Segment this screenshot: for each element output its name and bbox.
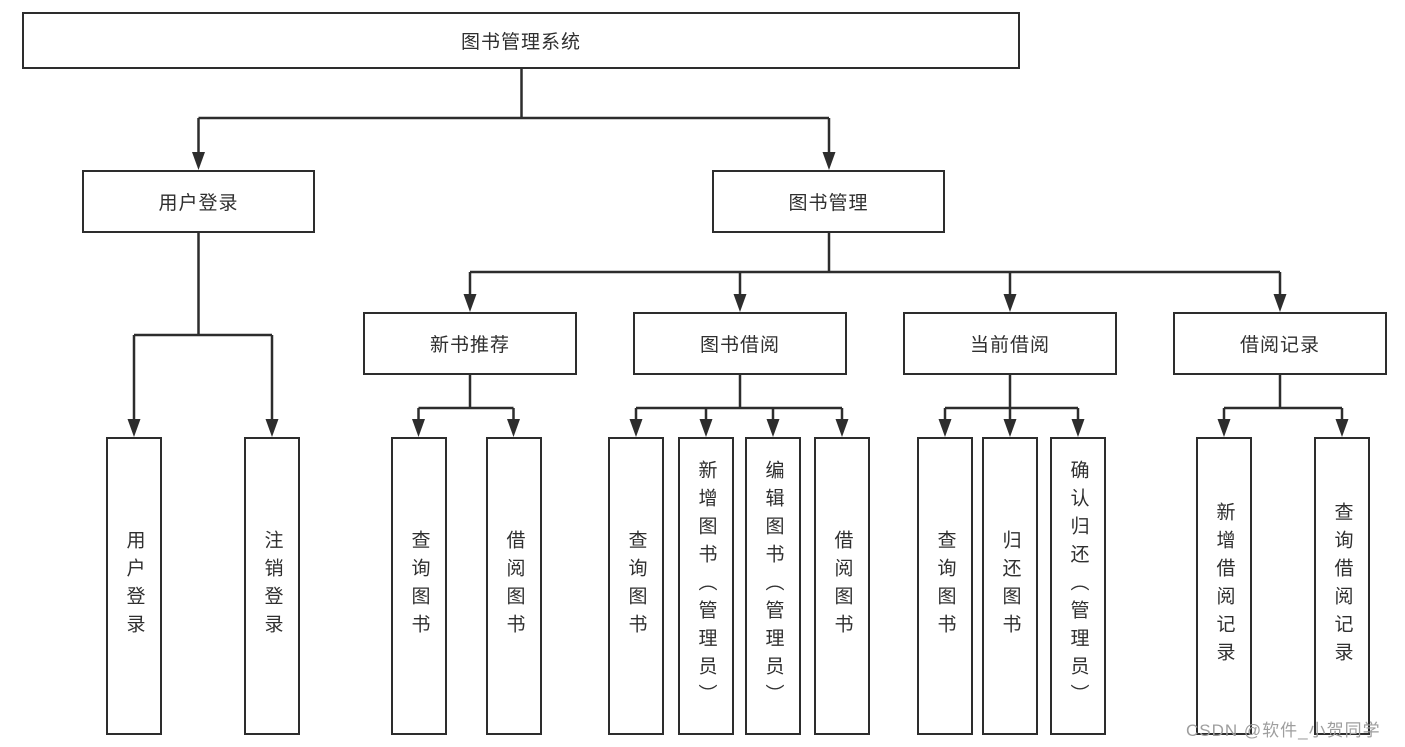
leaf-confirm-return-admin: 确认归还（管理员） (1050, 437, 1106, 735)
leaf-logout: 注销登录 (244, 437, 300, 735)
leaf-add-book-admin: 新增图书（管理员） (678, 437, 734, 735)
leaf-query-borrow-record: 查询借阅记录 (1314, 437, 1370, 735)
node-user-login: 用户登录 (82, 170, 315, 233)
node-root: 图书管理系统 (22, 12, 1020, 69)
node-new-book-recommend: 新书推荐 (363, 312, 577, 375)
node-book-borrowing: 图书借阅 (633, 312, 847, 375)
leaf-add-borrow-record: 新增借阅记录 (1196, 437, 1252, 735)
leaf-query-books-recommend: 查询图书 (391, 437, 447, 735)
leaf-borrow-books: 借阅图书 (814, 437, 870, 735)
leaf-query-books-current: 查询图书 (917, 437, 973, 735)
leaf-query-books-borrowing: 查询图书 (608, 437, 664, 735)
node-borrowing-records: 借阅记录 (1173, 312, 1387, 375)
leaf-user-login: 用户登录 (106, 437, 162, 735)
leaf-return-books: 归还图书 (982, 437, 1038, 735)
leaf-edit-book-admin: 编辑图书（管理员） (745, 437, 801, 735)
leaf-borrow-books-recommend: 借阅图书 (486, 437, 542, 735)
watermark: CSDN @软件_小贺同学 (1186, 721, 1381, 740)
node-book-management: 图书管理 (712, 170, 945, 233)
node-current-borrowing: 当前借阅 (903, 312, 1117, 375)
